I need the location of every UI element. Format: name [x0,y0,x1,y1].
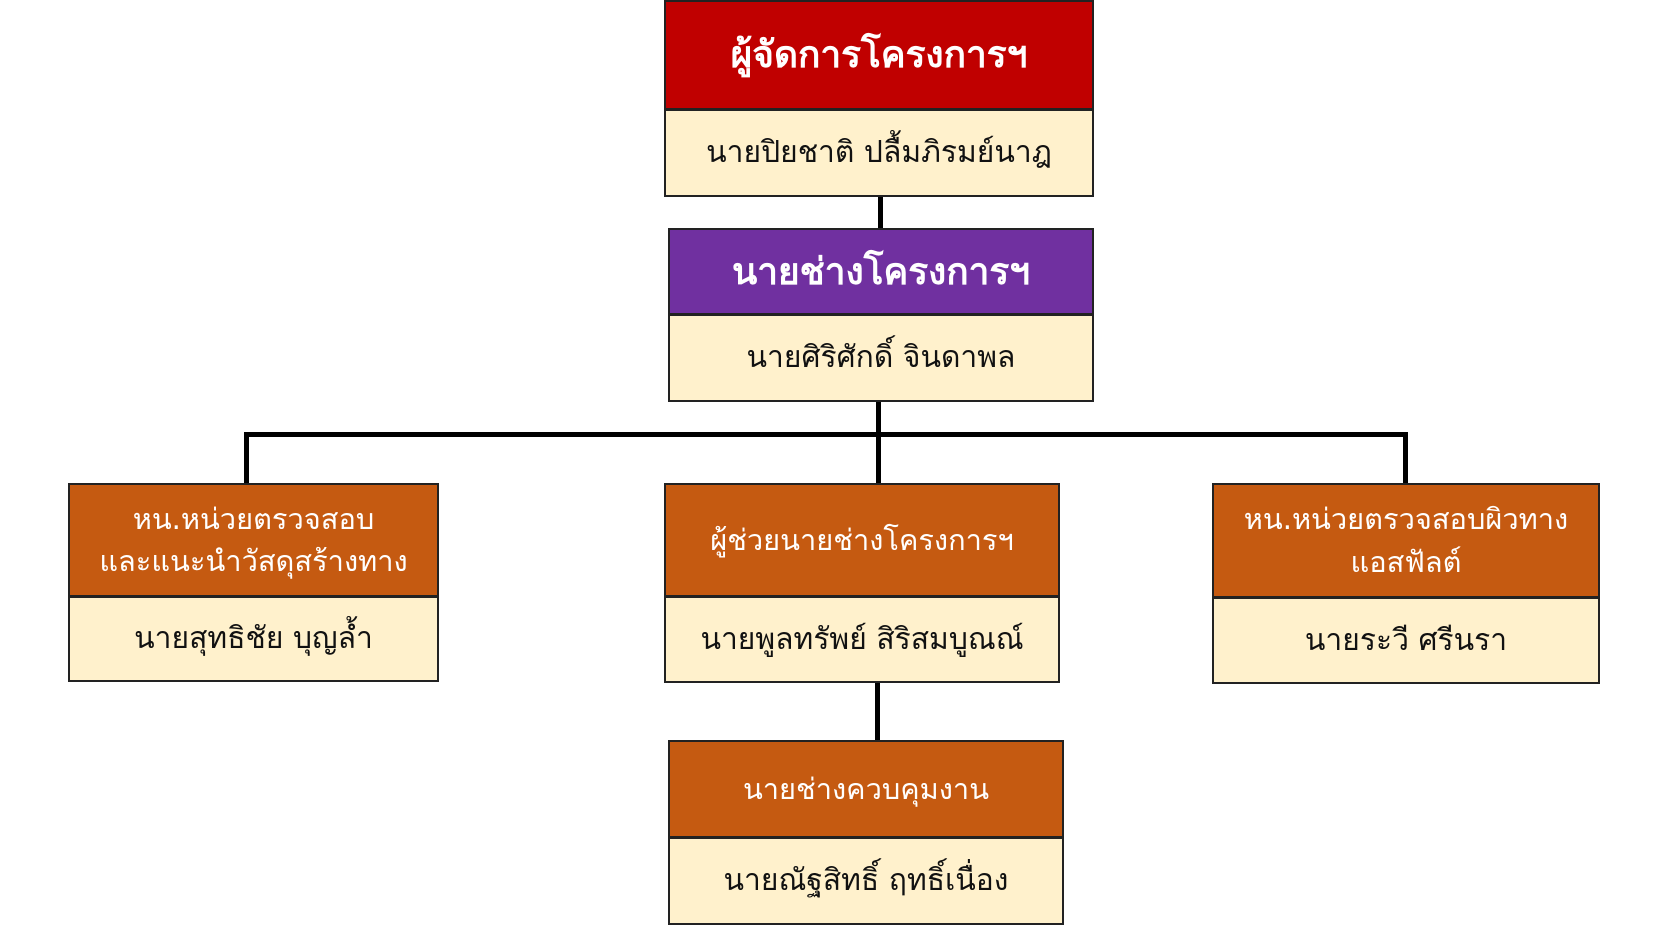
node-materials-inspection-unit: หน.หน่วยตรวจสอบ และแนะนำวัสดุสร้างทาง นา… [68,483,439,682]
connector-manager-engineer [878,196,883,229]
project-engineer-title-box: นายช่างโครงการฯ [668,228,1094,315]
connector-bus-center [876,432,881,484]
asphalt-unit-name-box: นายระวี ศรีนรา [1212,598,1600,684]
materials-unit-title-box: หน.หน่วยตรวจสอบ และแนะนำวัสดุสร้างทาง [68,483,439,597]
assistant-engineer-name-box: นายพูลทรัพย์ สิริสมบูณณ์ [664,597,1060,683]
node-asphalt-inspection-unit: หน.หน่วยตรวจสอบผิวทาง แอสฟัลต์ นายระวี ศ… [1212,483,1600,684]
assistant-engineer-name: นายพูลทรัพย์ สิริสมบูณณ์ [700,621,1024,657]
materials-unit-title-line2: และแนะนำวัสดุสร้างทาง [99,544,408,578]
site-supervisor-name-box: นายณัฐสิทธิ์ ฤทธิ์เนื่อง [668,838,1064,925]
node-project-engineer: นายช่างโครงการฯ นายศิริศักดิ์ จินดาพล [668,228,1094,402]
project-engineer-title: นายช่างโครงการฯ [731,249,1031,293]
node-project-manager: ผู้จัดการโครงการฯ นายปิยชาติ ปลื้มภิรมย์… [664,0,1094,197]
materials-unit-title-line1: หน.หน่วยตรวจสอบ [132,501,375,536]
asphalt-unit-title-box: หน.หน่วยตรวจสอบผิวทาง แอสฟัลต์ [1212,483,1600,598]
materials-unit-name-box: นายสุทธิชัย บุญล้ำ [68,597,439,682]
connector-bus-right [1403,432,1408,484]
connector-horizontal-bus [244,432,1408,437]
site-supervisor-title-box: นายช่างควบคุมงาน [668,740,1064,838]
materials-unit-name: นายสุทธิชัย บุญล้ำ [134,621,373,657]
project-manager-title-box: ผู้จัดการโครงการฯ [664,0,1094,110]
assistant-engineer-title: ผู้ช่วยนายช่างโครงการฯ [710,522,1014,557]
asphalt-unit-title-line1: หน.หน่วยตรวจสอบผิวทาง [1243,502,1569,537]
asphalt-unit-title-line2: แอสฟัลต์ [1350,544,1462,579]
project-manager-name-box: นายปิยชาติ ปลื้มภิรมย์นาฎ [664,110,1094,197]
site-supervisor-name: นายณัฐสิทธิ์ ฤทธิ์เนื่อง [723,863,1009,899]
project-manager-title: ผู้จัดการโครงการฯ [730,33,1028,77]
project-engineer-name: นายศิริศักดิ์ จินดาพล [746,340,1016,376]
connector-engineer-bus [876,401,881,437]
node-site-supervisor: นายช่างควบคุมงาน นายณัฐสิทธิ์ ฤทธิ์เนื่อ… [668,740,1064,925]
connector-assistant-supervisor [875,683,880,741]
site-supervisor-title: นายช่างควบคุมงาน [742,771,990,806]
node-assistant-engineer: ผู้ช่วยนายช่างโครงการฯ นายพูลทรัพย์ สิริ… [664,483,1060,683]
project-engineer-name-box: นายศิริศักดิ์ จินดาพล [668,315,1094,402]
asphalt-unit-name: นายระวี ศรีนรา [1304,622,1508,658]
connector-bus-left [244,432,249,484]
project-manager-name: นายปิยชาติ ปลื้มภิรมย์นาฎ [706,135,1052,171]
assistant-engineer-title-box: ผู้ช่วยนายช่างโครงการฯ [664,483,1060,597]
